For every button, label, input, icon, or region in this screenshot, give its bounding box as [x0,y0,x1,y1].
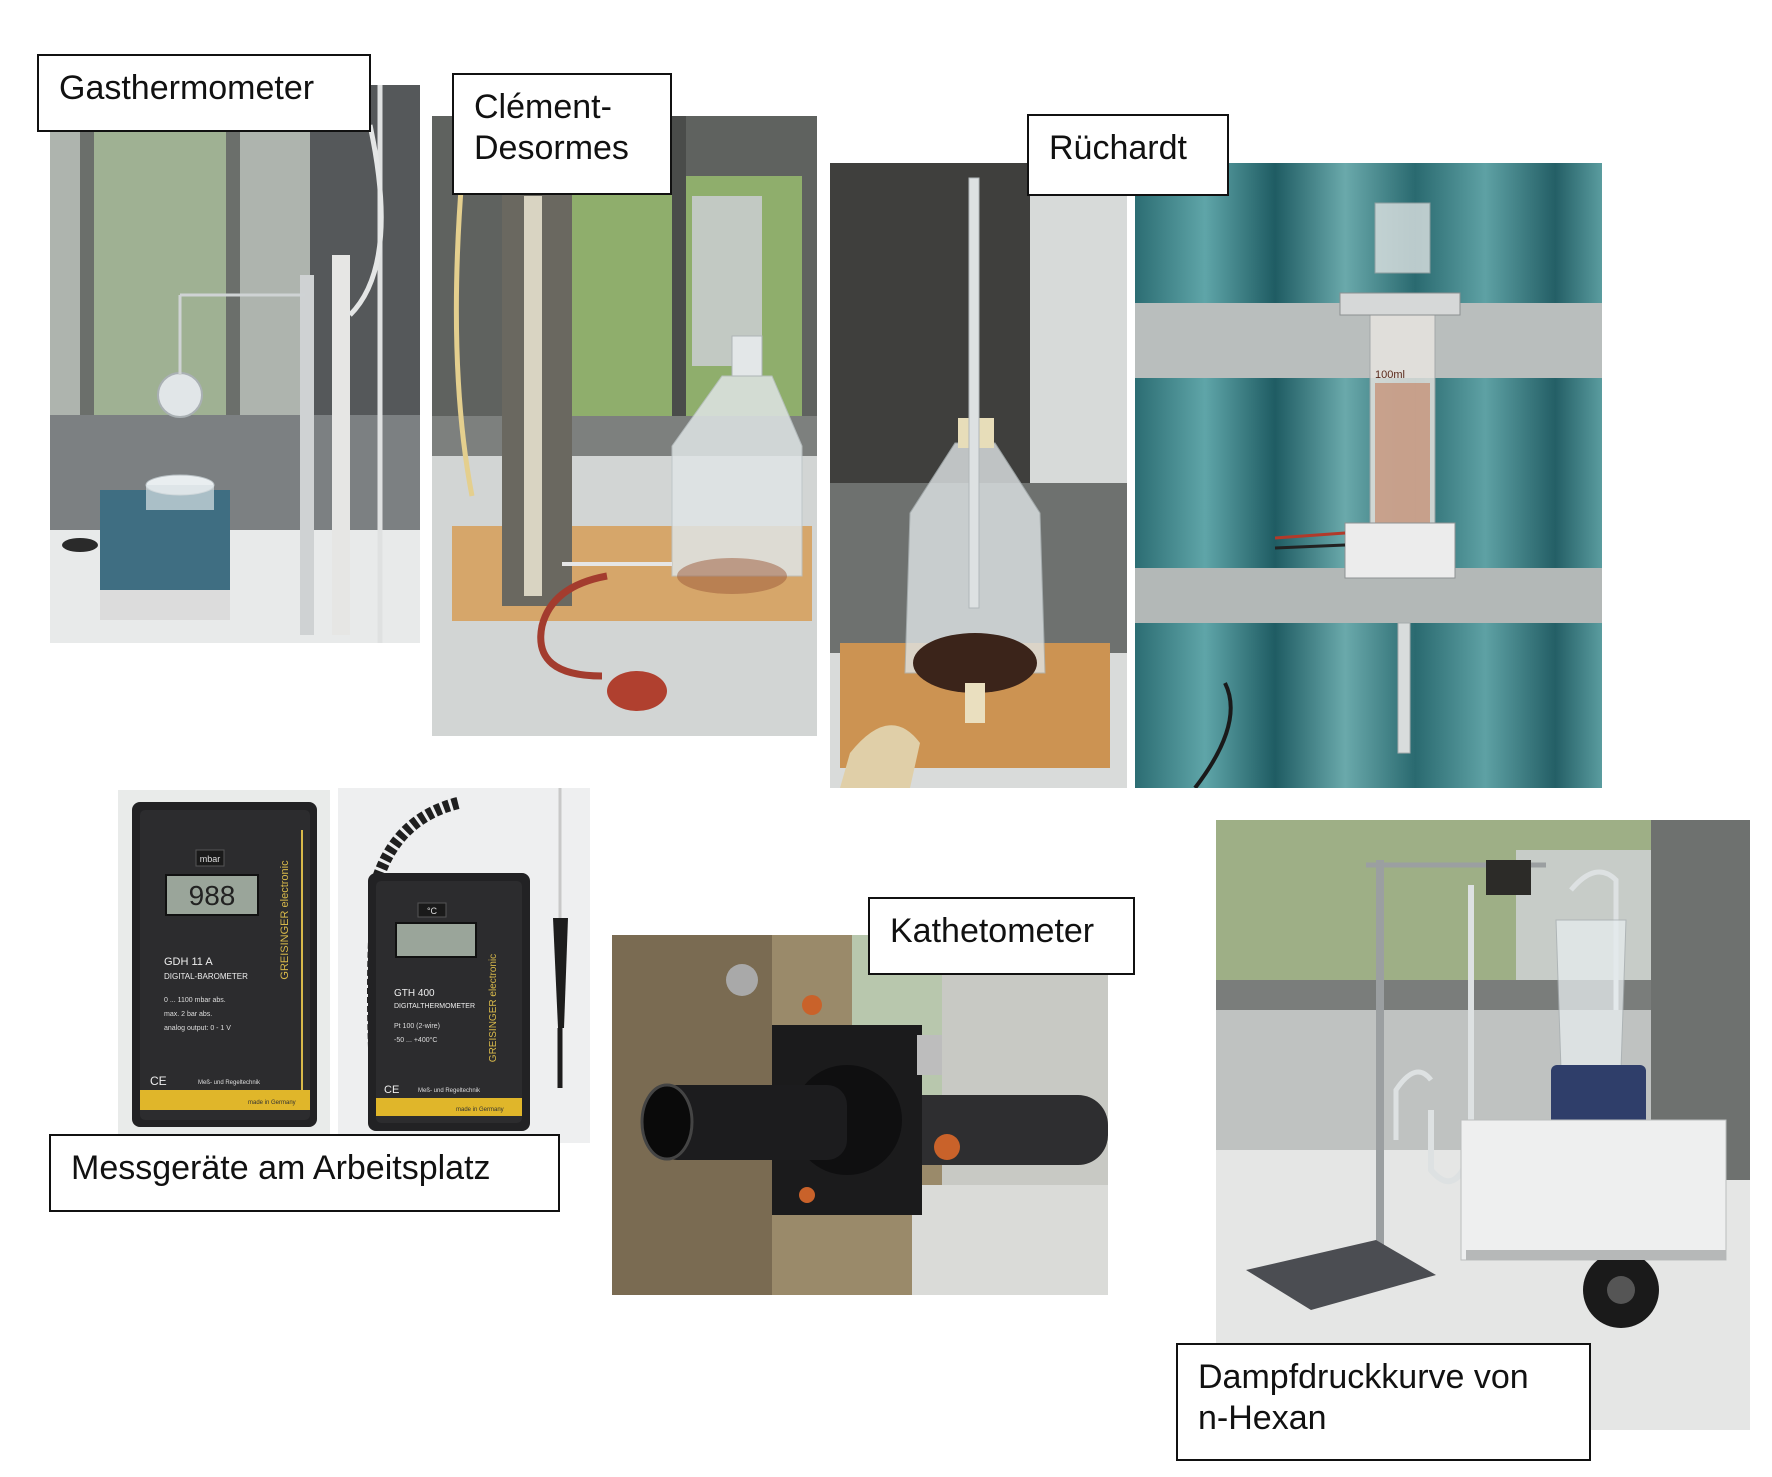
svg-text:Pt 100 (2-wire): Pt 100 (2-wire) [394,1023,440,1030]
label-ruechardt-text: Rüchardt [1049,129,1187,167]
svg-text:mbar: mbar [200,854,221,864]
svg-text:-50 ... +400°C: -50 ... +400°C [394,1036,437,1044]
label-dampfdruck-line1: Dampfdruckkurve von [1198,1358,1529,1396]
dampfdruck-photo [1216,820,1750,1430]
label-messgeraete: Messgeräte am Arbeitsplatz [49,1134,560,1212]
svg-text:made in Germany: made in Germany [248,1100,296,1106]
svg-text:max. 2 bar abs.: max. 2 bar abs. [164,1011,212,1018]
clement-desormes-photo [432,116,817,736]
label-kathetometer-text: Kathetometer [890,912,1095,950]
svg-text:Meß- und Regeltechnik: Meß- und Regeltechnik [418,1088,481,1094]
svg-text:GTH 400: GTH 400 [394,988,435,999]
label-clement-desormes: Clément- Desormes [452,73,672,195]
svg-text:0 ... 1100 mbar abs.: 0 ... 1100 mbar abs. [164,997,226,1004]
svg-text:GREISINGER electronic: GREISINGER electronic [488,954,499,1062]
svg-text:GDH 11 A: GDH 11 A [164,956,213,968]
svg-text:988: 988 [189,880,236,911]
svg-text:100ml: 100ml [1375,369,1405,381]
svg-text:CE: CE [384,1084,399,1096]
label-dampfdruck-line2: n-Hexan [1198,1399,1327,1437]
label-dampfdruckkurve: Dampfdruckkurve von n-Hexan [1176,1343,1591,1461]
svg-text:DIGITAL-BAROMETER: DIGITAL-BAROMETER [164,972,248,981]
svg-text:DIGITALTHERMOMETER: DIGITALTHERMOMETER [394,1003,475,1010]
ruechardt-bottle-photo [830,163,1127,788]
label-messgeraete-text: Messgeräte am Arbeitsplatz [71,1149,491,1187]
svg-text:analog output: 0 - 1 V: analog output: 0 - 1 V [164,1025,231,1032]
barometer-photo: mbar 988 GDH 11 A DIGITAL-BAROMETER 0 ..… [118,790,330,1135]
svg-text:Meß- und Regeltechnik: Meß- und Regeltechnik [198,1080,261,1086]
svg-text:CE: CE [150,1074,167,1088]
label-gasthermometer-text: Gasthermometer [59,69,315,107]
label-ruechardt: Rüchardt [1027,114,1229,196]
gasthermometer-photo [50,85,420,643]
label-gasthermometer: Gasthermometer [37,54,371,132]
svg-text:GREISINGER electronic: GREISINGER electronic [279,860,291,980]
svg-text:made in Germany: made in Germany [456,1107,504,1113]
ruechardt-cylinder-photo: 100ml [1135,163,1602,788]
kathetometer-photo [612,935,1108,1295]
label-clement-line1: Clément- [474,88,612,126]
thermometer-photo: °C GTH 400 DIGITALTHERMOMETER Pt 100 (2-… [338,788,590,1143]
svg-text:°C: °C [427,906,438,916]
label-clement-line2: Desormes [474,129,629,167]
label-kathetometer: Kathetometer [868,897,1135,975]
